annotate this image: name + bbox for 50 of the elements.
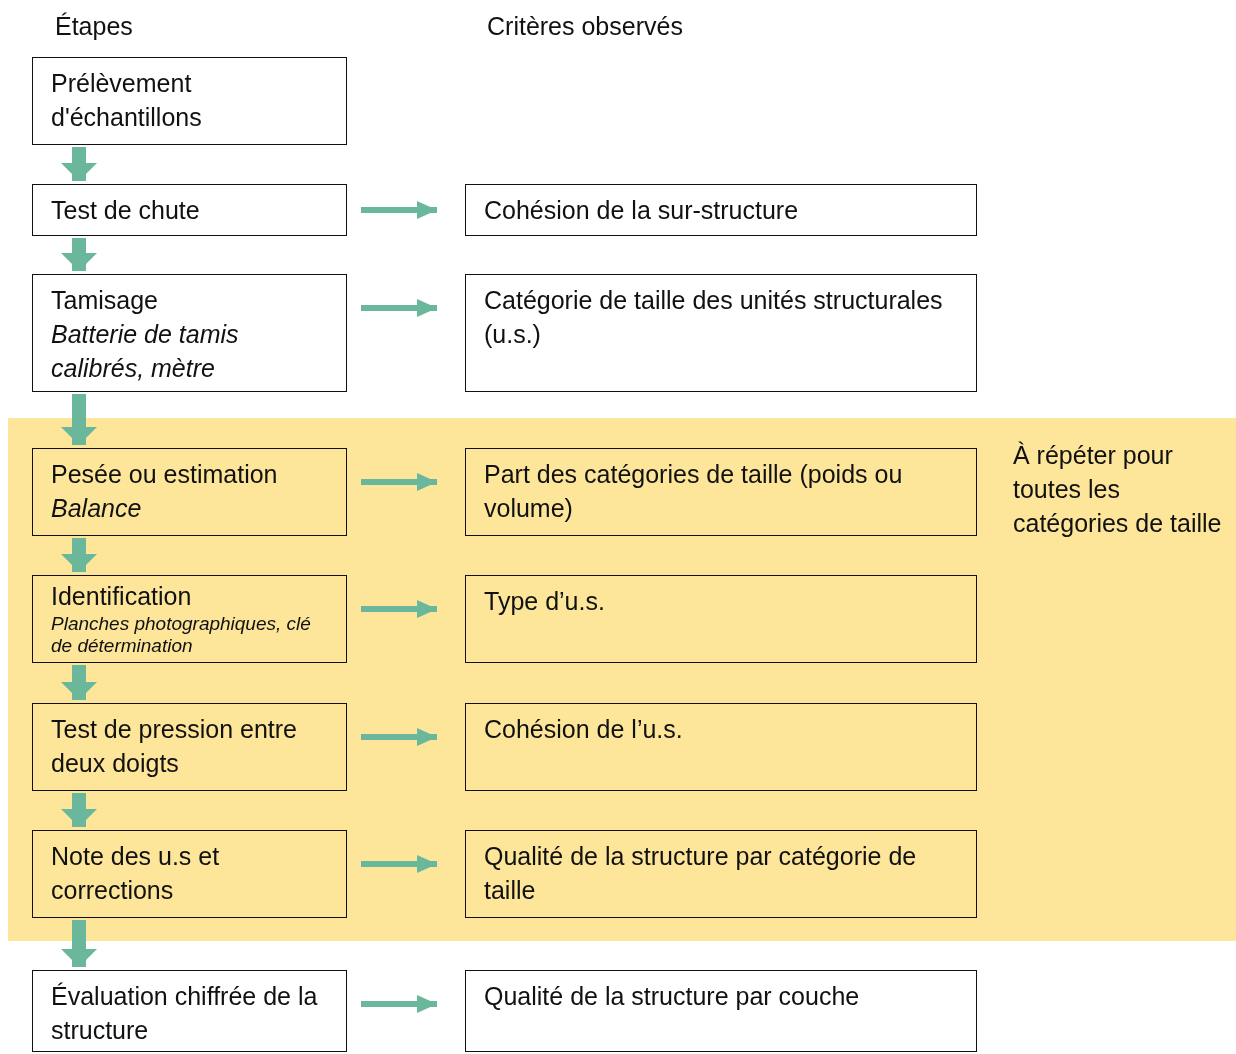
criterion-text: Qualité de la structure par catégorie de taille xyxy=(484,841,918,906)
arrow xyxy=(361,855,437,873)
arrow xyxy=(61,147,97,181)
arrow xyxy=(361,600,437,618)
arrow xyxy=(61,920,97,967)
arrow xyxy=(61,793,97,827)
arrow xyxy=(361,201,437,219)
step-box xyxy=(32,184,347,236)
arrow xyxy=(61,394,97,445)
arrow xyxy=(361,728,437,746)
tool-text: Batterie de tamis calibrés, mètre xyxy=(51,319,240,384)
criterion-text: Type d’u.s. xyxy=(484,586,606,617)
step-box xyxy=(32,448,347,536)
tool-text: Balance xyxy=(51,493,143,524)
step-box xyxy=(32,830,347,918)
criterion-text: Cohésion de l’u.s. xyxy=(484,714,684,745)
step-box xyxy=(32,274,347,392)
arrow xyxy=(361,473,437,491)
criterion-text: Catégorie de taille des unités structurales (u.s.) xyxy=(484,285,944,350)
criterion-box xyxy=(465,830,977,918)
step-box xyxy=(32,57,347,145)
criterion-box xyxy=(465,970,977,1052)
criterion-text: Qualité de la structure par couche xyxy=(484,981,861,1012)
arrow xyxy=(61,538,97,572)
step-box xyxy=(32,970,347,1052)
step-box xyxy=(32,575,347,663)
repeat-band xyxy=(8,418,1236,941)
criterion-box xyxy=(465,448,977,536)
step-text: Prélèvement d'échantillons xyxy=(51,68,203,133)
step-text: Évaluation chiffrée de la structure xyxy=(51,981,319,1046)
criterion-text: Part des catégories de taille (poids ou volume) xyxy=(484,459,904,524)
criterion-box xyxy=(465,575,977,663)
repeat-note: À répéter pour toutes les catégories de taille xyxy=(1013,440,1223,539)
step-box xyxy=(32,703,347,791)
arrow xyxy=(361,995,437,1013)
arrow xyxy=(361,299,437,317)
criterion-text: Cohésion de la sur-structure xyxy=(484,195,800,226)
criterion-box xyxy=(465,184,977,236)
tool-text: Planches photographiques, clé de détermination xyxy=(51,613,312,657)
criterion-box xyxy=(465,274,977,392)
arrow xyxy=(61,665,97,700)
step-text: Test de pression entre deux doigts xyxy=(51,714,298,779)
column-heading: Critères observés xyxy=(487,12,683,41)
step-text: Test de chute xyxy=(51,195,201,226)
step-text: Tamisage xyxy=(51,285,159,316)
criterion-box xyxy=(465,703,977,791)
step-text: Identification xyxy=(51,581,193,612)
step-text: Pesée ou estimation xyxy=(51,459,279,490)
arrow xyxy=(61,238,97,271)
step-text: Note des u.s et corrections xyxy=(51,841,221,906)
